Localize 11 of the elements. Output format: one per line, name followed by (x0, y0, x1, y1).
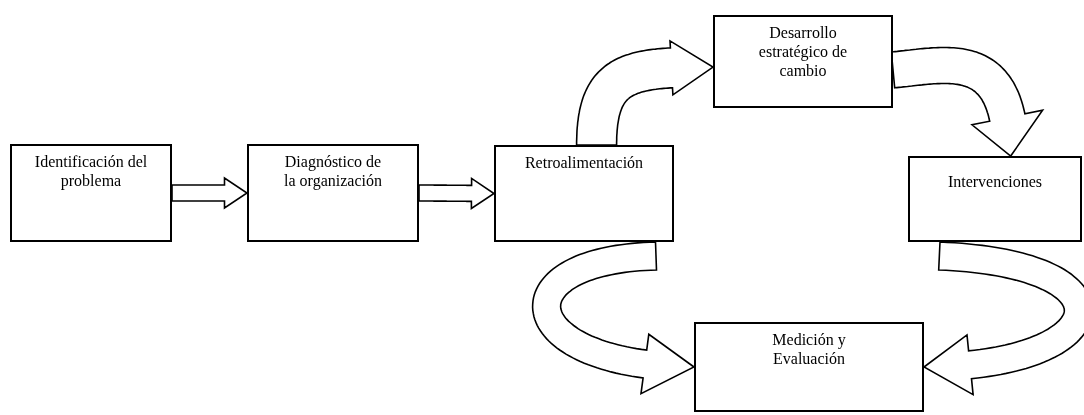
process-box: Intervenciones (908, 156, 1082, 242)
block-arrow (575, 39, 715, 146)
block-arrow (418, 176, 496, 210)
block-arrow (890, 46, 1045, 158)
process-box: Desarrollo estratégico de cambio (713, 15, 893, 108)
process-box: Identificación del problema (10, 144, 172, 242)
process-box: Medición y Evaluación (694, 322, 924, 412)
process-box: Diagnóstico de la organización (247, 144, 419, 242)
block-arrow (171, 176, 249, 210)
process-box: Retroalimentación (494, 145, 674, 242)
block-arrow (922, 241, 1084, 397)
